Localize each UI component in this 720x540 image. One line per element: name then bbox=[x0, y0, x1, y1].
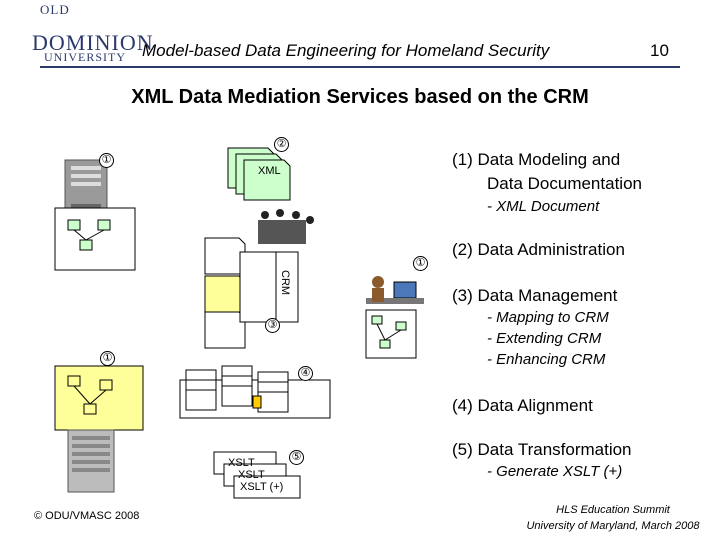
meeting-people-icon bbox=[258, 209, 314, 244]
alignment-tables bbox=[179, 365, 331, 419]
page-title: XML Data Mediation Services based on the… bbox=[131, 86, 589, 108]
step-marker-2: ② bbox=[274, 137, 289, 152]
rack-server-icon bbox=[67, 429, 115, 493]
step-5-detail: - Generate XSLT (+) bbox=[487, 463, 623, 480]
step-marker-5: ⑤ bbox=[289, 450, 304, 465]
step-3-detail-1: - Mapping to CRM bbox=[487, 309, 609, 326]
logo-crown-text: OLD bbox=[40, 2, 70, 17]
footer-copyright: © ODU/VMASC 2008 bbox=[34, 510, 140, 522]
xslt-document-stack bbox=[213, 451, 301, 499]
operator-icon bbox=[366, 276, 424, 304]
logo-name: DOMINION bbox=[32, 30, 154, 55]
header-divider bbox=[40, 66, 680, 68]
step-1-title-line2: Data Documentation bbox=[487, 174, 642, 193]
operator-model-box bbox=[365, 309, 417, 359]
step-5-title: (5) Data Transformation bbox=[452, 440, 632, 459]
step-marker-4: ④ bbox=[298, 366, 313, 381]
crm-label: CRM bbox=[279, 270, 291, 295]
data-model-box bbox=[54, 207, 136, 271]
step-4-title: (4) Data Alignment bbox=[452, 396, 593, 415]
footer-event: HLS Education Summit bbox=[556, 504, 670, 516]
xml-document-stack bbox=[227, 147, 291, 201]
footer-location: University of Maryland, March 2008 bbox=[526, 520, 700, 532]
step-marker-1b: ① bbox=[413, 256, 428, 271]
header-title: Model-based Data Engineering for Homelan… bbox=[142, 41, 550, 60]
xslt-label-1: XSLT bbox=[228, 457, 255, 469]
xslt-label-3: XSLT (+) bbox=[240, 481, 283, 493]
step-2-title: (2) Data Administration bbox=[452, 240, 625, 259]
logo-subtitle: UNIVERSITY bbox=[44, 50, 126, 64]
slide-number: 10 bbox=[650, 41, 669, 60]
step-3-detail-2: - Extending CRM bbox=[487, 330, 602, 347]
step-3-title: (3) Data Management bbox=[452, 286, 618, 305]
step-1-detail: - XML Document bbox=[487, 198, 600, 215]
xslt-label-2: XSLT bbox=[238, 469, 265, 481]
step-1-title: (1) Data Modeling and bbox=[452, 150, 621, 169]
step-3-detail-3: - Enhancing CRM bbox=[487, 351, 606, 368]
step-marker-3: ③ bbox=[265, 318, 280, 333]
step-marker-1: ① bbox=[99, 153, 114, 168]
yellow-model-box bbox=[54, 365, 144, 431]
xml-label: XML bbox=[258, 165, 281, 177]
step-marker-1c: ① bbox=[100, 351, 115, 366]
